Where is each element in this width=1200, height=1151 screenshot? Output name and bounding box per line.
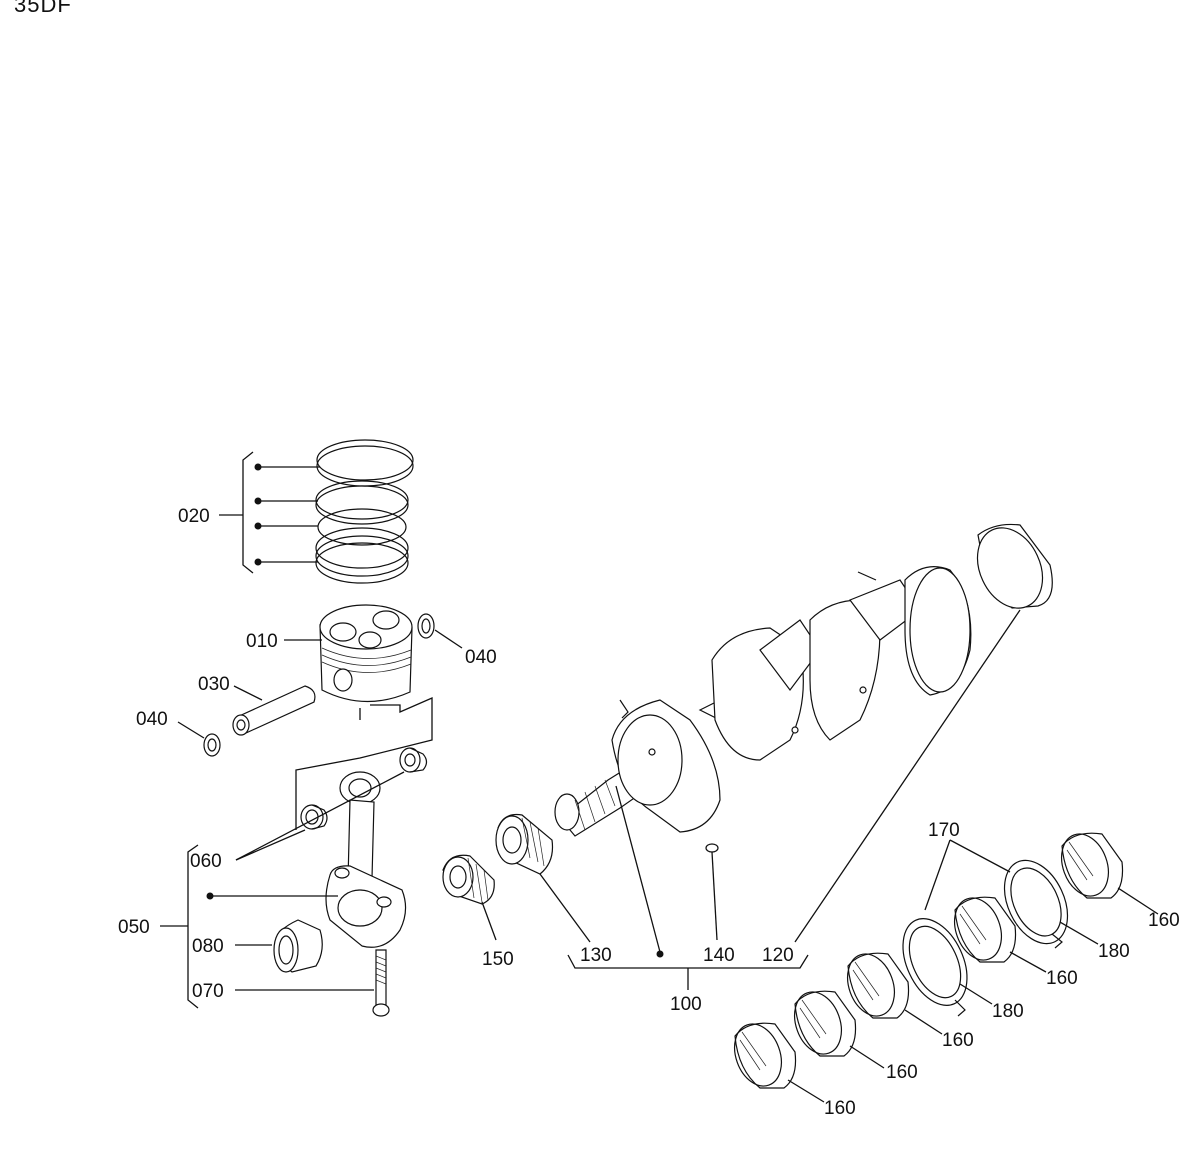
main-bearing-1[interactable] — [726, 1017, 797, 1092]
label-030: 030 — [198, 674, 230, 695]
label-050: 050 — [118, 917, 150, 938]
label-130: 130 — [580, 945, 612, 966]
main-bearing-5[interactable] — [1053, 827, 1124, 902]
label-080: 080 — [192, 936, 224, 957]
crankshaft-gear[interactable] — [495, 813, 554, 875]
label-150: 150 — [482, 949, 514, 970]
label-040-right: 040 — [465, 647, 497, 668]
piston[interactable] — [319, 604, 413, 720]
thrust-washer-2[interactable] — [992, 850, 1080, 953]
snap-ring-left[interactable] — [203, 733, 221, 757]
label-020: 020 — [178, 506, 210, 527]
rod-leaders — [160, 771, 405, 1009]
label-070: 070 — [192, 981, 224, 1002]
connecting-rod[interactable] — [325, 771, 407, 948]
label-160-c: 160 — [942, 1030, 974, 1051]
feather-key[interactable] — [705, 843, 719, 853]
label-120: 120 — [762, 945, 794, 966]
label-180-b: 180 — [992, 1001, 1024, 1022]
main-bearing-3[interactable] — [839, 947, 910, 1022]
label-010: 010 — [246, 631, 278, 652]
piston-pin[interactable] — [232, 685, 316, 736]
ring-bracket — [219, 451, 320, 574]
label-160-b: 160 — [1046, 968, 1078, 989]
piston-rings[interactable] — [315, 439, 414, 584]
main-bearing-2[interactable] — [786, 985, 857, 1060]
label-040-left: 040 — [136, 709, 168, 730]
conrod-bolt[interactable] — [372, 949, 390, 1017]
bearing-leaders — [787, 839, 1159, 1103]
label-140: 140 — [703, 945, 735, 966]
crankpin-bearing[interactable] — [273, 919, 323, 973]
label-060: 060 — [190, 851, 222, 872]
label-100: 100 — [670, 994, 702, 1015]
label-170: 170 — [928, 820, 960, 841]
label-180-a: 180 — [1098, 941, 1130, 962]
page-title: 35DF — [14, 0, 72, 17]
label-160-a: 160 — [1148, 910, 1180, 931]
crankshaft[interactable] — [554, 566, 972, 837]
oil-pump-drive-gear[interactable] — [442, 854, 495, 905]
main-bearing-4[interactable] — [946, 891, 1017, 966]
bushing-lower[interactable] — [300, 804, 328, 830]
callout-labels: 020 010 040 030 040 060 050 080 070 150 … — [118, 506, 1180, 1119]
crankshaft-bush[interactable] — [965, 517, 1055, 618]
bushing-upper[interactable] — [399, 747, 428, 773]
thrust-washer-1[interactable] — [890, 908, 980, 1017]
label-160-e: 160 — [824, 1098, 856, 1119]
snap-ring-right[interactable] — [417, 613, 435, 639]
crankshaft-leaders — [481, 609, 1021, 990]
label-160-d: 160 — [886, 1062, 918, 1083]
